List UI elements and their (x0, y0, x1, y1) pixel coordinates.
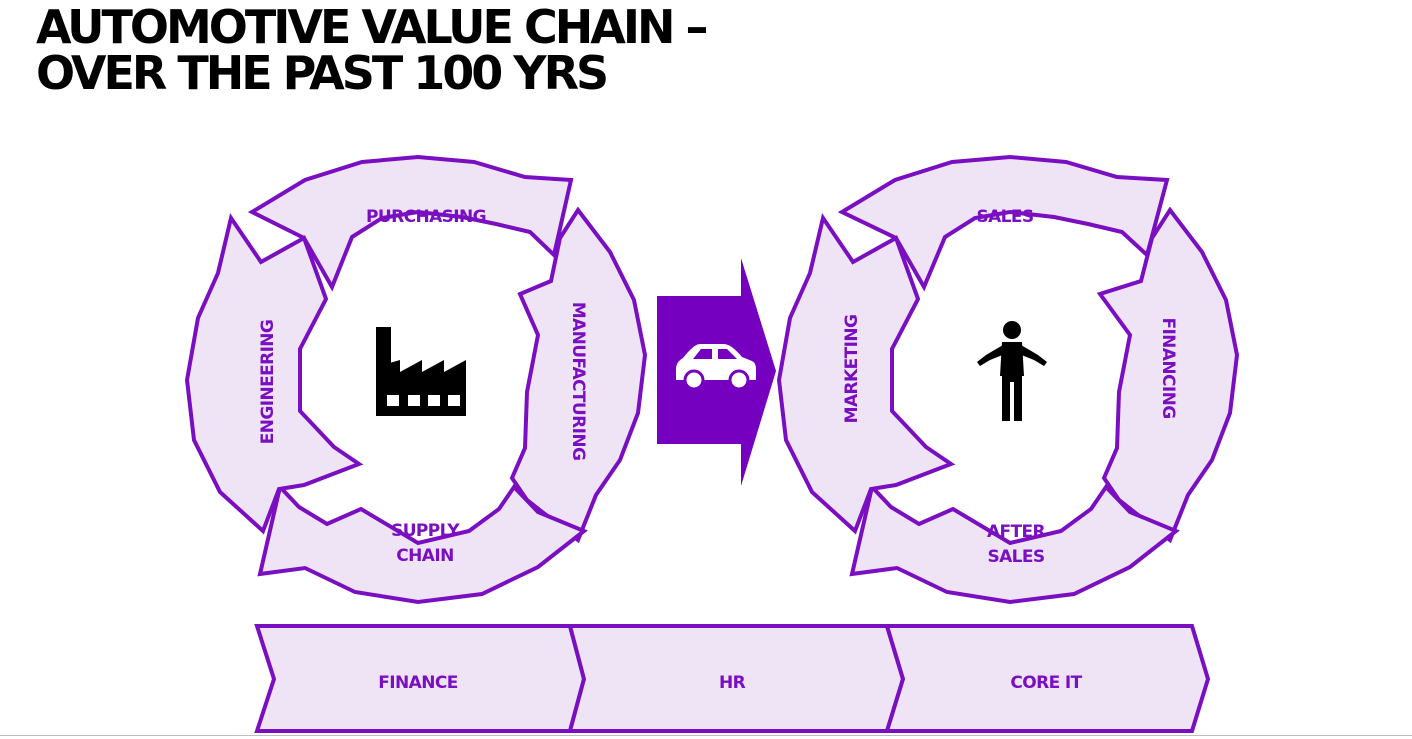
segment-purchasing (247, 154, 574, 292)
segment-after-sales (849, 482, 1180, 605)
financing-label-group: FINANCING (1158, 317, 1178, 418)
after-sales-label-line-1: AFTER (987, 522, 1046, 542)
marketing-label: MARKETING (842, 315, 862, 424)
finance-label: FINANCE (378, 673, 457, 693)
right-cycle: MARKETING SALES FINANCING AFTER SALES (776, 154, 1240, 605)
supply-chain-label-line-2: CHAIN (396, 546, 453, 566)
sales-label: SALES (976, 207, 1033, 227)
segment-engineering (184, 213, 364, 535)
financing-label: FINANCING (1158, 317, 1178, 418)
marketing-label-group: MARKETING (842, 315, 862, 424)
segment-supply-chain (257, 482, 588, 605)
purchasing-label: PURCHASING (366, 207, 486, 227)
after-sales-label-line-2: SALES (987, 547, 1044, 567)
title-line-1: AUTOMOTIVE VALUE CHAIN – (36, 0, 708, 54)
person-icon (977, 321, 1047, 421)
manufacturing-label-group: MANUFACTURING (568, 302, 588, 461)
title-line-2: OVER THE PAST 100 YRS (36, 46, 609, 100)
manufacturing-label: MANUFACTURING (568, 302, 588, 461)
segment-sales (837, 154, 1170, 292)
segment-marketing (776, 213, 956, 535)
page-title: AUTOMOTIVE VALUE CHAIN – OVER THE PAST 1… (36, 0, 708, 100)
supply-chain-label-line-1: SUPPLY (391, 521, 460, 541)
factory-icon (376, 327, 466, 416)
support-chevron-core-it (884, 624, 1211, 733)
car-icon (676, 344, 756, 391)
bottom-divider (0, 735, 1412, 736)
engineering-label-group: ENGINEERING (258, 320, 278, 445)
hr-label: HR (719, 673, 746, 693)
transfer-arrow (657, 258, 776, 486)
left-cycle: ENGINEERING PURCHASING MANUFACTURING SUP… (184, 154, 648, 605)
engineering-label: ENGINEERING (258, 320, 278, 445)
support-bar: FINANCE HR CORE IT (254, 624, 1211, 733)
core-it-label: CORE IT (1010, 673, 1082, 693)
